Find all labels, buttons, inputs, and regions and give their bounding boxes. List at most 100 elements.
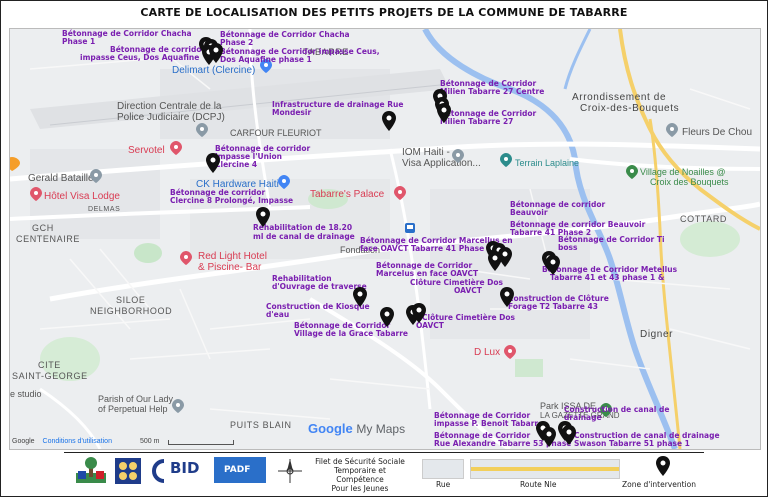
project-label: Mondesir bbox=[272, 108, 312, 117]
hotel-pin-icon[interactable] bbox=[30, 187, 42, 201]
area-label-arrondissement: Arrondissement de bbox=[572, 92, 667, 103]
poi-delimart[interactable]: Delimart (Clercine) bbox=[172, 65, 256, 76]
project-label: Bétonnage de Corridor bbox=[294, 321, 391, 330]
project-label: Construction de Clôture bbox=[508, 294, 609, 303]
stadium-pin-icon[interactable] bbox=[500, 153, 512, 167]
poi-iom[interactable]: IOM Haiti - bbox=[402, 147, 450, 158]
project-marker-icon[interactable] bbox=[500, 287, 514, 307]
poi-croix-bouquets[interactable]: Croix des Bouquets bbox=[650, 177, 729, 187]
project-label: Rehabilitation de 18.20 bbox=[253, 223, 353, 232]
project-label: impasse Ceus, Dos Aquafine bbox=[80, 53, 200, 62]
legend-bar: BID PADF Filet de Sécurité Sociale Tempo… bbox=[64, 452, 704, 493]
poi-fondation[interactable]: Fondation bbox=[340, 245, 381, 255]
poi-ck-hardware[interactable]: CK Hardware Haiti bbox=[196, 179, 279, 190]
project-marker-icon[interactable] bbox=[542, 427, 556, 447]
north-arrow-icon bbox=[278, 459, 302, 483]
hotel-pin-icon[interactable] bbox=[180, 251, 192, 265]
poi-piscine[interactable]: & Piscine- Bar bbox=[198, 262, 262, 273]
poi-parish[interactable]: Parish of Our Lady bbox=[98, 394, 174, 404]
area-label-tabarre: TABARRE bbox=[303, 47, 350, 57]
project-label: Bétonnage de Corridor bbox=[376, 261, 473, 270]
project-label: Bétonnage de corridor bbox=[110, 45, 206, 54]
project-marker-icon[interactable] bbox=[206, 153, 220, 173]
project-label: ml de canal de drainage bbox=[253, 232, 355, 241]
building-pin-icon[interactable] bbox=[452, 149, 464, 163]
map-canvas[interactable]: TABARRE GCH CENTENAIRE DELMAS SILOE NEIG… bbox=[9, 28, 761, 450]
project-marker-icon[interactable] bbox=[488, 251, 502, 271]
project-label: Phase 2 bbox=[220, 38, 254, 47]
project-marker-icon[interactable] bbox=[382, 111, 396, 131]
project-label: Bétonnage de Corridor impasse Ceus, bbox=[220, 47, 380, 56]
project-marker-icon[interactable] bbox=[256, 207, 270, 227]
project-marker-icon[interactable] bbox=[412, 303, 426, 323]
poi-dlux[interactable]: D Lux bbox=[474, 347, 501, 358]
place-pin-icon[interactable] bbox=[666, 123, 678, 137]
project-marker-icon[interactable] bbox=[380, 307, 394, 327]
park-pin-icon[interactable] bbox=[626, 165, 638, 179]
building-pin-icon[interactable] bbox=[196, 123, 208, 137]
project-label: Bétonnage de Corridor Ti bbox=[558, 235, 665, 244]
poi-carrefour[interactable]: CARFOUR FLEURIOT bbox=[230, 128, 322, 138]
project-label: Beauvoir bbox=[510, 208, 548, 217]
project-label: Dos Aquafine phase 1 bbox=[220, 55, 312, 64]
route-nle-label: Route Nle bbox=[520, 480, 557, 489]
area-label-siloe: SILOE bbox=[116, 295, 146, 305]
project-marker-icon[interactable] bbox=[546, 255, 560, 275]
map-attribution: Google Conditions d'utilisation bbox=[12, 438, 112, 445]
project-label: face OAVCT Tabarre 41 Phase 1 bbox=[360, 244, 493, 253]
scale-bar bbox=[168, 440, 234, 445]
place-pin-icon[interactable] bbox=[90, 169, 102, 183]
poi-red-light[interactable]: Red Light Hotel bbox=[198, 251, 267, 262]
google-logo: Google bbox=[308, 421, 353, 436]
project-marker-icon[interactable] bbox=[437, 103, 451, 123]
transit-icon[interactable] bbox=[405, 223, 415, 233]
poi-police[interactable]: Police Judiciaire (DCPJ) bbox=[117, 112, 225, 123]
orange-pin-icon[interactable] bbox=[10, 157, 20, 171]
poi-direction[interactable]: Direction Centrale de la bbox=[117, 101, 222, 112]
shopping-pin-icon[interactable] bbox=[260, 59, 272, 73]
terms-link[interactable]: Conditions d'utilisation bbox=[42, 438, 112, 445]
project-label: Construction de Kiosque bbox=[266, 302, 370, 311]
haiti-coat-of-arms-logo bbox=[76, 457, 106, 483]
project-marker-icon[interactable] bbox=[209, 43, 223, 63]
poi-tabarre-palace[interactable]: Tabarre's Palace bbox=[310, 189, 385, 200]
project-label: Milien Tabarre 27 bbox=[440, 117, 514, 126]
zone-pin-icon bbox=[656, 456, 670, 476]
hotel-pin-icon[interactable] bbox=[170, 141, 182, 155]
project-label: Tabarre 41 Phase 2 bbox=[510, 228, 592, 237]
poi-servotel[interactable]: Servotel bbox=[128, 145, 165, 156]
project-label: Clercine 8 Prolongé, Impasse bbox=[170, 196, 294, 205]
poi-park-issa[interactable]: Park ISSA DE bbox=[540, 401, 597, 411]
poi-gazette[interactable]: LA GAZETTE GRAND bbox=[540, 411, 620, 420]
project-label: Bétonnage de corridor bbox=[170, 188, 266, 197]
page-title: CARTE DE LOCALISATION DES PETITS PROJETS… bbox=[140, 6, 628, 19]
hotel-pin-icon[interactable] bbox=[394, 186, 406, 200]
google-my-maps-logo: Google My Maps bbox=[308, 421, 405, 436]
project-label: Bétonnage de corridor bbox=[510, 200, 606, 209]
project-label: Marcelus en face OAVCT bbox=[376, 269, 479, 278]
hotel-pin-icon[interactable] bbox=[504, 345, 516, 359]
poi-village-noailles[interactable]: Village de Noailles @ bbox=[640, 167, 726, 177]
project-marker-icon[interactable] bbox=[353, 287, 367, 307]
project-marker-icon[interactable] bbox=[562, 425, 576, 445]
rue-swatch bbox=[422, 459, 464, 479]
project-label: Phase 1 bbox=[62, 37, 96, 46]
poi-perpetual[interactable]: of Perpetual Help bbox=[98, 404, 168, 414]
project-label: Bétonnage de Corridor bbox=[440, 79, 537, 88]
shopping-pin-icon[interactable] bbox=[278, 175, 290, 189]
attribution-google: Google bbox=[12, 438, 35, 445]
poi-terrain[interactable]: Terrain Laplaine bbox=[515, 158, 580, 168]
park-pin-icon[interactable] bbox=[600, 403, 612, 417]
area-label-centenaire: CENTENAIRE bbox=[16, 234, 81, 244]
poi-visa-app[interactable]: Visa Application... bbox=[402, 158, 481, 169]
padf-label: PADF bbox=[224, 465, 251, 475]
project-marker-icon[interactable] bbox=[498, 247, 512, 267]
project-label: Infrastructure de drainage Rue bbox=[272, 100, 404, 109]
poi-gerald[interactable]: Gerald Bataille bbox=[28, 173, 94, 184]
poi-hotel-visa[interactable]: Hôtel Visa Lodge bbox=[44, 191, 120, 202]
area-label-saint-george: SAINT-GEORGE bbox=[12, 371, 88, 381]
poi-studio[interactable]: e studio bbox=[10, 389, 42, 399]
poi-fleurs[interactable]: Fleurs De Chou bbox=[682, 127, 753, 138]
church-pin-icon[interactable] bbox=[172, 399, 184, 413]
project-label: Bétonnage de Corridor Chacha bbox=[62, 29, 192, 38]
